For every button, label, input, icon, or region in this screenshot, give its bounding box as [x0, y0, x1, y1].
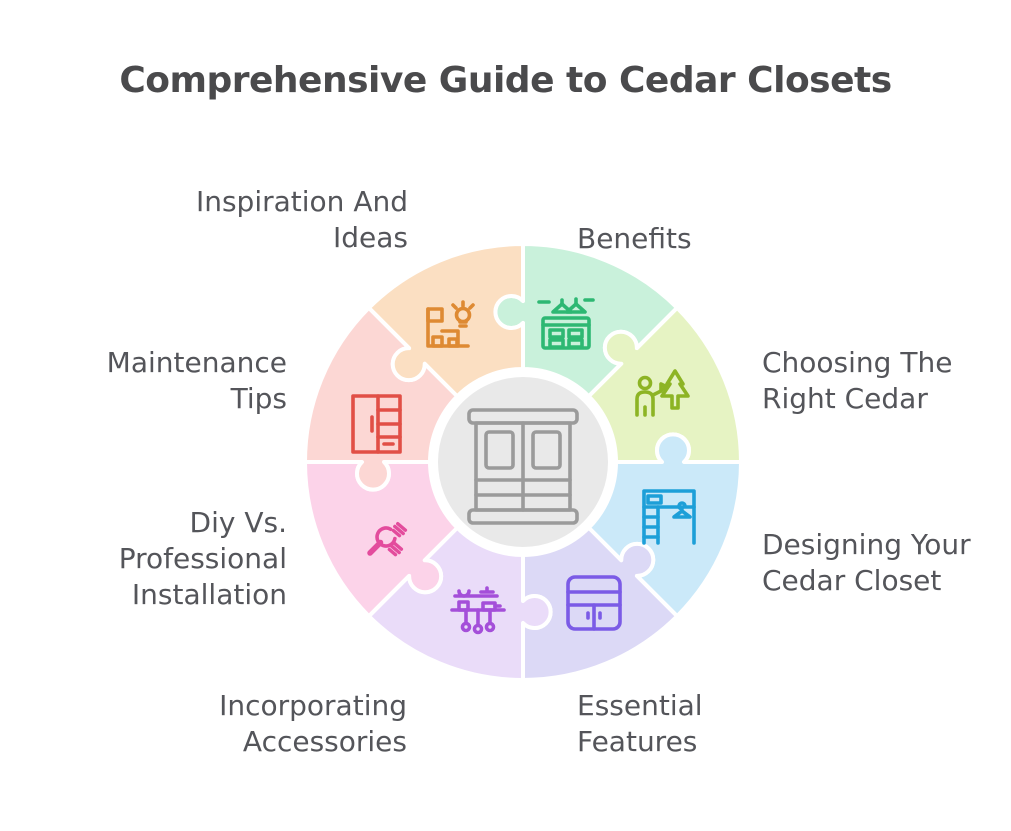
label-maintenance-tips: Maintenance Tips	[106, 346, 287, 415]
page-title: Comprehensive Guide to Cedar Closets	[119, 60, 892, 101]
closet-organizer-icon	[642, 489, 696, 545]
label-benefits: Benefits	[577, 222, 692, 255]
label-choosing-the-right-cedar: Choosing The Right Cedar	[762, 346, 953, 415]
shelf-lightbulb-icon	[426, 300, 475, 348]
wrench-screws-icon	[367, 522, 408, 557]
label-incorporating-accessories: Incorporating Accessories	[219, 689, 407, 758]
label-inspiration-and-ideas: Inspiration And Ideas	[195, 185, 408, 254]
label-diy-vs-professional-installation: Diy Vs. Professional Installation	[118, 506, 287, 611]
dresser-hangers-icon	[537, 297, 595, 350]
wardrobe-icon	[467, 408, 579, 525]
label-essential-features: Essential Features	[577, 689, 703, 758]
label-designing-your-cedar-closet: Designing Your Cedar Closet	[762, 528, 971, 597]
cabinet-icon	[566, 575, 622, 631]
person-cedar-tree-icon	[635, 369, 690, 417]
wardrobe-shelves-icon	[351, 394, 402, 454]
shelf-accessories-icon	[450, 586, 506, 635]
